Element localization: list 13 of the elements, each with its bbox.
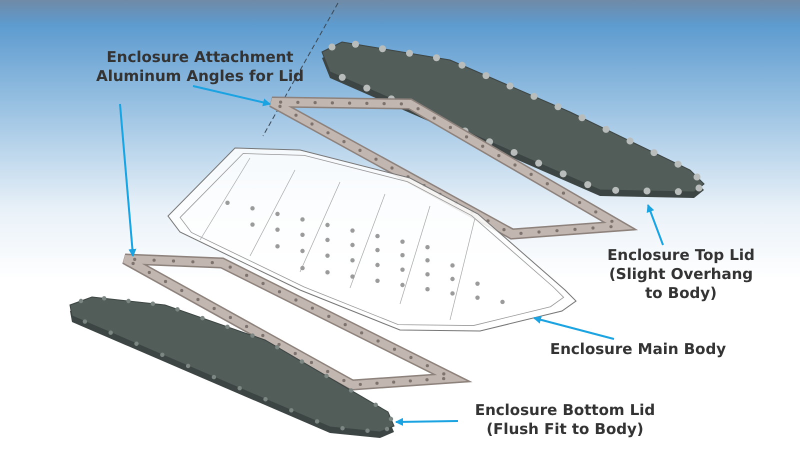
angle-frame-drawing — [120, 254, 472, 391]
leader-line — [192, 85, 271, 106]
lid-panel-drawing — [69, 296, 395, 438]
leader-line — [533, 316, 614, 340]
part-label: Enclosure Main Body — [538, 340, 738, 359]
part-label: Enclosure Top Lid (Slight Overhang to Body) — [606, 246, 756, 303]
leader-line — [646, 204, 664, 246]
part-label: Enclosure Attachment Aluminum Angles for Lid — [95, 48, 305, 86]
part-label: Enclosure Bottom Lid (Flush Fit to Body) — [460, 401, 670, 439]
enclosure-body-drawing — [167, 148, 577, 332]
leader-line — [395, 418, 458, 426]
angle-frame-drawing — [266, 96, 638, 240]
leader-line — [119, 104, 136, 257]
